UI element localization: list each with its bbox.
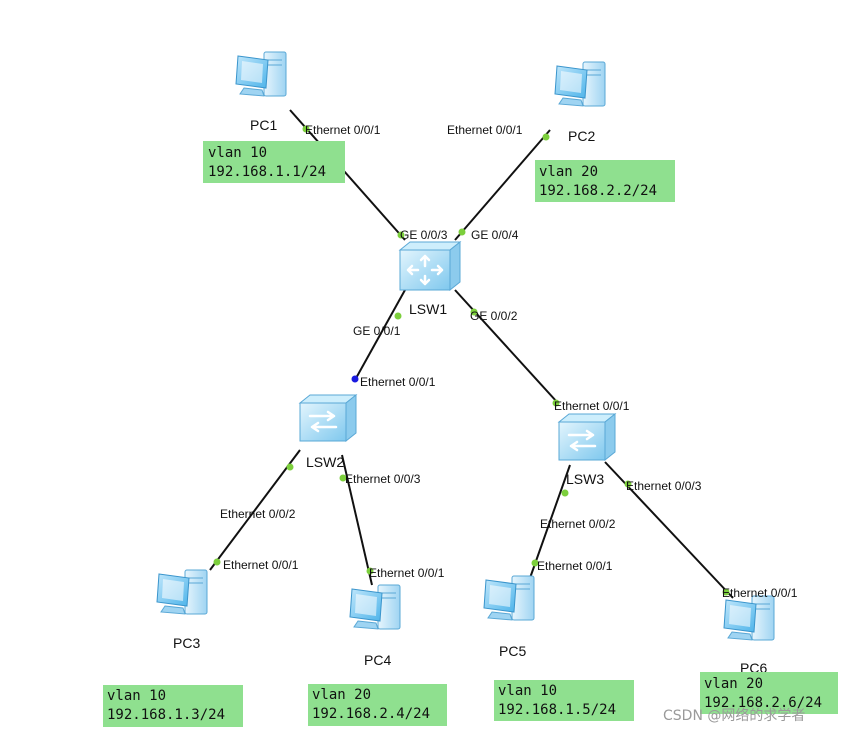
port-dot [302, 125, 310, 133]
cable-lsw3-pc5[interactable] [529, 464, 571, 579]
lsw2-device[interactable]: LSW2 [298, 393, 358, 470]
lsw1-device[interactable]: LSW1 [398, 240, 462, 317]
pc3-label: PC3 [173, 635, 200, 651]
lsw1-label: LSW1 [409, 301, 447, 317]
cable-pc2-lsw1[interactable] [454, 129, 551, 241]
note-ip: 192.168.2.4/24 [312, 706, 430, 722]
port-label: Ethernet 0/0/1 [447, 123, 523, 137]
lsw3-label: LSW3 [566, 471, 604, 487]
port-label: Ethernet 0/0/3 [345, 472, 421, 486]
port-label: Ethernet 0/0/2 [220, 507, 296, 521]
note-vlan: vlan 10 [208, 145, 267, 161]
port-labels: Ethernet 0/0/1 Ethernet 0/0/1 GE 0/0/3 G… [220, 123, 798, 600]
note-pc3[interactable]: vlan 10 192.168.1.3/24 [103, 685, 243, 727]
note-ip: 192.168.2.6/24 [704, 695, 822, 711]
port-dots [213, 125, 730, 596]
port-label: Ethernet 0/0/1 [223, 558, 299, 572]
desktop-pc-icon [349, 584, 401, 630]
port-dot [397, 231, 405, 239]
cables [209, 109, 734, 599]
note-vlan: vlan 20 [312, 687, 371, 703]
pc2-label: PC2 [568, 128, 595, 144]
port-dot [366, 567, 374, 575]
desktop-pc-icon [235, 51, 287, 97]
csdn-watermark: CSDN @网络的求学者 [663, 708, 805, 724]
port-label: Ethernet 0/0/1 [369, 566, 445, 580]
port-dot [624, 480, 632, 488]
port-label: Ethernet 0/0/1 [554, 399, 630, 413]
port-label: Ethernet 0/0/1 [360, 375, 436, 389]
note-pc2[interactable]: vlan 20 192.168.2.2/24 [535, 160, 675, 202]
cable-lsw1-lsw2[interactable] [354, 289, 406, 381]
l3-switch-icon [398, 240, 462, 292]
cable-lsw1-lsw3[interactable] [454, 289, 558, 403]
pc5-label: PC5 [499, 643, 526, 659]
l2-switch-icon [557, 412, 617, 462]
port-dot [339, 474, 347, 482]
port-label: Ethernet 0/0/1 [537, 559, 613, 573]
pc6-device[interactable]: PC6 [723, 595, 775, 676]
pc5-device[interactable]: PC5 [483, 575, 535, 659]
port-label: Ethernet 0/0/1 [722, 586, 798, 600]
cable-pc1-lsw1[interactable] [289, 109, 406, 241]
port-label: Ethernet 0/0/2 [540, 517, 616, 531]
port-label: Ethernet 0/0/1 [305, 123, 381, 137]
desktop-pc-icon [156, 569, 208, 615]
note-pc1[interactable]: vlan 10 192.168.1.1/24 [203, 141, 345, 183]
port-dot-highlight [351, 375, 359, 383]
pc1-label: PC1 [250, 117, 277, 133]
lsw2-label: LSW2 [306, 454, 344, 470]
note-pc6[interactable]: vlan 20 192.168.2.6/24 [700, 672, 838, 714]
desktop-pc-icon [483, 575, 535, 621]
port-dot [286, 463, 294, 471]
note-vlan: vlan 10 [498, 683, 557, 699]
note-vlan: vlan 20 [539, 164, 598, 180]
note-vlan: vlan 10 [107, 688, 166, 704]
note-pc5[interactable]: vlan 10 192.168.1.5/24 [494, 680, 634, 721]
port-dot [722, 588, 730, 596]
cable-lsw2-pc3[interactable] [209, 449, 301, 571]
port-dot [458, 228, 466, 236]
port-dot [470, 308, 478, 316]
note-vlan: vlan 20 [704, 676, 763, 692]
pc3-device[interactable]: PC3 [156, 569, 208, 651]
pc1-device[interactable]: PC1 [235, 51, 287, 133]
pc2-device[interactable]: PC2 [554, 61, 606, 144]
port-dot [394, 312, 402, 320]
port-dot [213, 558, 221, 566]
port-label: GE 0/0/4 [471, 228, 519, 242]
port-dot [552, 399, 560, 407]
pc4-device[interactable]: PC4 [349, 584, 401, 668]
desktop-pc-icon [723, 595, 775, 641]
port-label: GE 0/0/2 [470, 309, 518, 323]
note-ip: 192.168.1.5/24 [498, 702, 616, 718]
note-pc4[interactable]: vlan 20 192.168.2.4/24 [308, 684, 447, 726]
note-ip: 192.168.1.3/24 [107, 707, 225, 723]
port-dot [561, 489, 569, 497]
lsw3-device[interactable]: LSW3 [557, 412, 617, 487]
port-label: GE 0/0/3 [400, 228, 448, 242]
port-dot [531, 559, 539, 567]
port-label: Ethernet 0/0/3 [626, 479, 702, 493]
pc4-label: PC4 [364, 652, 391, 668]
l2-switch-icon [298, 393, 358, 443]
note-ip: 192.168.2.2/24 [539, 183, 657, 199]
cable-lsw2-pc4[interactable] [341, 454, 373, 586]
port-label: GE 0/0/1 [353, 324, 401, 338]
desktop-pc-icon [554, 61, 606, 107]
note-ip: 192.168.1.1/24 [208, 164, 326, 180]
port-dot [542, 133, 550, 141]
